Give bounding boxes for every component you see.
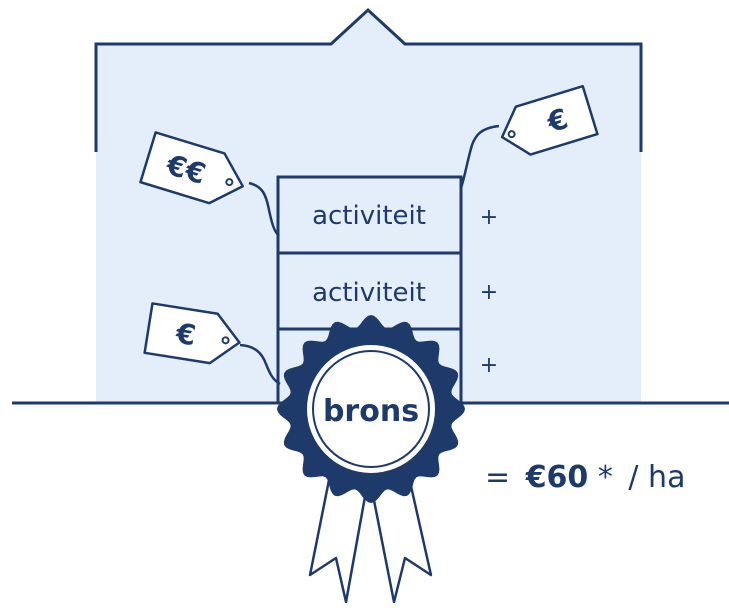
rosette-inner-line bbox=[312, 350, 430, 468]
price-tag-left-top-shape bbox=[139, 131, 244, 205]
price-equals: = bbox=[485, 460, 510, 495]
price-tag-left-top-hole bbox=[225, 178, 234, 187]
tag-string-left-top bbox=[248, 181, 280, 237]
price-tag-left-bottom-shape bbox=[143, 302, 241, 365]
rosette-ribbon-icon: brons bbox=[277, 315, 465, 503]
price-tag-right-top: € bbox=[500, 84, 599, 156]
price-tag-left-bottom-text: € bbox=[173, 317, 198, 353]
badge-label: brons bbox=[323, 394, 419, 429]
price-amount: €60 bbox=[525, 460, 589, 495]
tag-string-left-bottom bbox=[239, 343, 281, 386]
price-result: = €60 * / ha bbox=[485, 460, 685, 495]
price-tag-right-top-hole bbox=[507, 130, 516, 139]
activity-box-1 bbox=[276, 175, 463, 255]
house-outline bbox=[94, 7, 643, 152]
price-unit: / ha bbox=[628, 460, 685, 495]
plus-sign-1: + bbox=[480, 205, 498, 230]
price-tag-left-bottom-hole bbox=[221, 336, 230, 345]
plus-sign-2: + bbox=[480, 280, 498, 305]
price-asterisk: * bbox=[598, 460, 613, 495]
activity-label-2: activiteit bbox=[312, 278, 426, 308]
plus-sign-3: + bbox=[480, 353, 498, 378]
price-tag-left-top: €€ bbox=[139, 131, 244, 205]
price-tag-right-top-shape bbox=[500, 84, 599, 156]
activity-label-1: activiteit bbox=[312, 201, 426, 231]
rosette-inner-ring bbox=[307, 345, 435, 473]
price-tag-left-bottom: € bbox=[143, 302, 241, 365]
tag-string-right-top bbox=[459, 124, 500, 189]
